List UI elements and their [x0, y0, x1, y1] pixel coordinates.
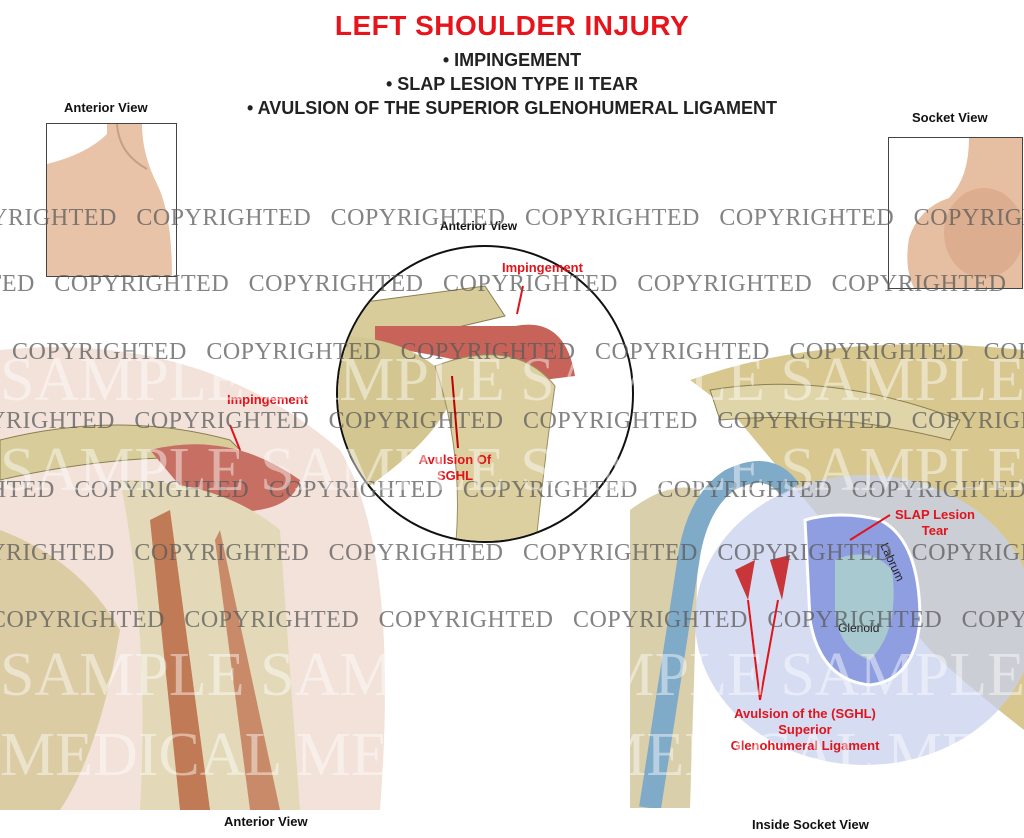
impingement-pointer [516, 285, 524, 315]
sghl-avulsion-label: Avulsion of the (SGHL) Superior Glenohum… [700, 706, 910, 754]
torso-front-illustration [47, 124, 172, 276]
circle-avulsion-line2: SGHL [436, 468, 474, 483]
left-caption: Anterior View [224, 814, 308, 829]
anterior-thumbnail [46, 123, 177, 277]
avulsion-pointer-1 [747, 599, 761, 701]
slap-line1: SLAP Lesion [895, 507, 975, 522]
right-caption: Inside Socket View [752, 817, 869, 832]
avulsion-pointer-2 [759, 599, 779, 701]
slap-pointer [849, 514, 891, 541]
slap-line2: Tear [921, 523, 949, 538]
slap-lesion-label: SLAP Lesion Tear [885, 507, 985, 539]
glenoid-label: Glenoid [838, 621, 880, 635]
thumb-right-label: Socket View [912, 110, 988, 125]
page-title: LEFT SHOULDER INJURY [334, 10, 690, 41]
circle-view-label: Anterior View [440, 219, 518, 233]
sghl-line3: Glenohumeral Ligament [730, 738, 880, 753]
socket-thumbnail [888, 137, 1023, 289]
bullet-slap-lesion: • SLAP LESION TYPE II TEAR [385, 74, 638, 94]
circle-avulsion-label: Avulsion Of SGHL [405, 452, 505, 484]
anterior-view-illustration [0, 347, 385, 810]
thumb-left-label: Anterior View [64, 100, 148, 115]
magnified-circle-illustration [336, 245, 634, 543]
torso-side-illustration [907, 138, 1022, 288]
sghl-line1: Avulsion of the (SGHL) [734, 706, 876, 721]
bullet-impingement: • IMPINGEMENT [442, 50, 582, 70]
bullet-avulsion: • AVULSION OF THE SUPERIOR GLENOHUMERAL … [247, 98, 777, 118]
circle-impingement-label: Impingement [502, 260, 583, 275]
left-impingement-label: Impingement [227, 392, 308, 407]
inside-socket-illustration [630, 344, 1024, 808]
circle-avulsion-line1: Avulsion Of [418, 452, 492, 467]
avulsion-pointer [451, 375, 459, 449]
sghl-line2: Superior [778, 722, 832, 737]
